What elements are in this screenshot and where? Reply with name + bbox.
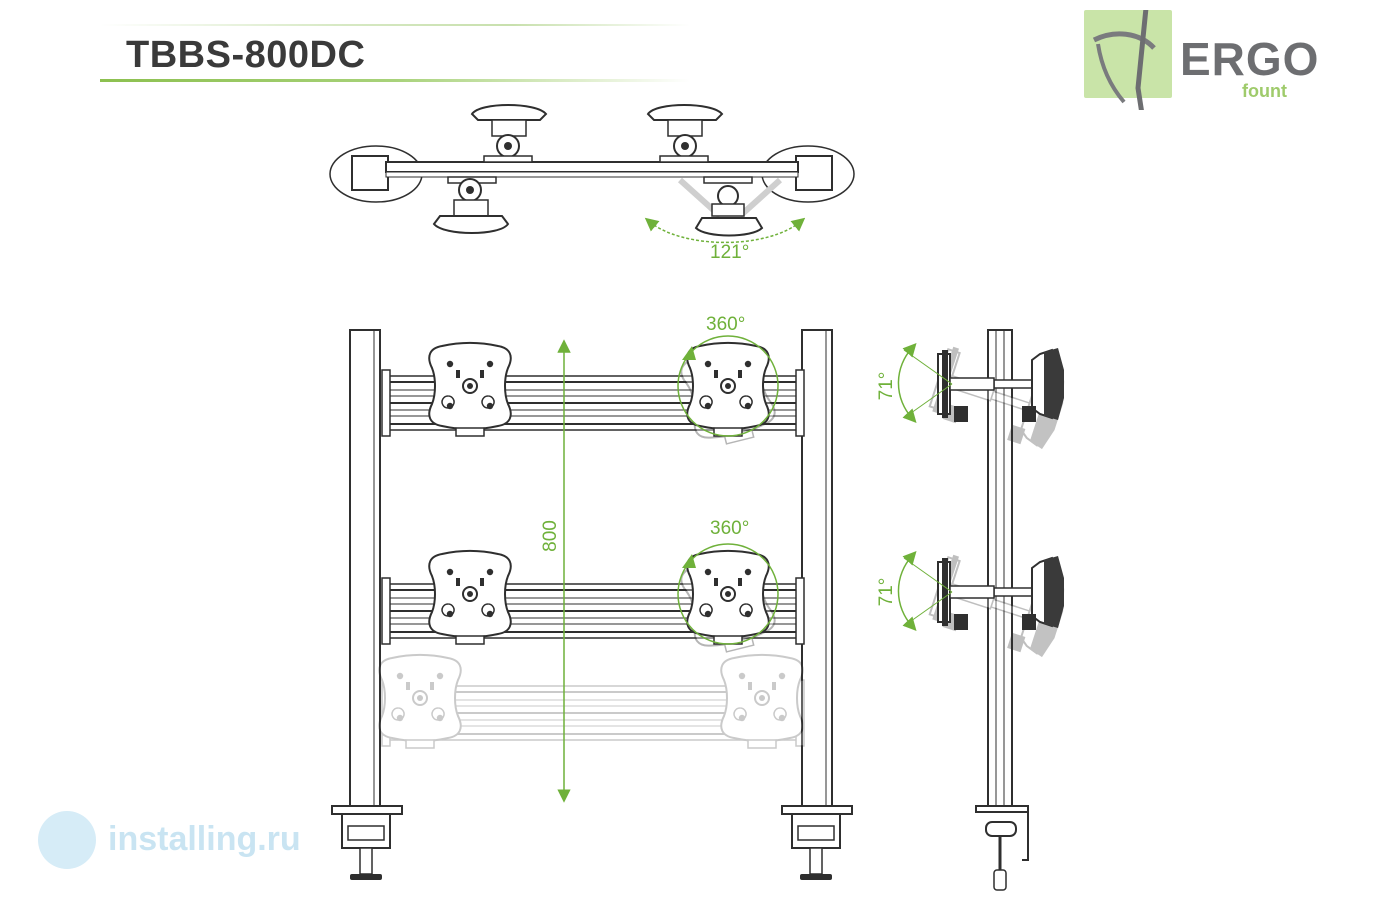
page-title: TBBS-800DC bbox=[126, 34, 366, 76]
lower-tilt-label: 71° bbox=[876, 578, 897, 607]
upper-rotation-label: 360° bbox=[706, 314, 745, 335]
logo-mark bbox=[1084, 7, 1172, 115]
title-divider-bottom bbox=[100, 79, 690, 82]
upper-tilt-label: 71° bbox=[876, 372, 897, 401]
top-view: 121° bbox=[329, 104, 855, 263]
watermark-text: installing.ru bbox=[108, 820, 301, 858]
height-dimension-label: 800 bbox=[540, 520, 561, 552]
ergofount-logo: ERGO fount bbox=[1084, 7, 1318, 120]
logo-swoosh-icon bbox=[1092, 7, 1156, 115]
side-view: 71° 71° bbox=[876, 329, 1071, 891]
top-view-angle-label: 121° bbox=[710, 242, 749, 263]
site-watermark: installing.ru bbox=[24, 806, 314, 874]
logo-subtitle: fount bbox=[1242, 81, 1287, 101]
watermark-logo-icon bbox=[38, 811, 96, 869]
lower-rotation-label: 360° bbox=[710, 518, 749, 539]
title-divider-top bbox=[100, 24, 690, 26]
front-view: 360° 360° 800 bbox=[331, 314, 853, 880]
logo-wordmark: ERGO bbox=[1180, 33, 1320, 85]
title-block: TBBS-800DC bbox=[100, 22, 690, 84]
